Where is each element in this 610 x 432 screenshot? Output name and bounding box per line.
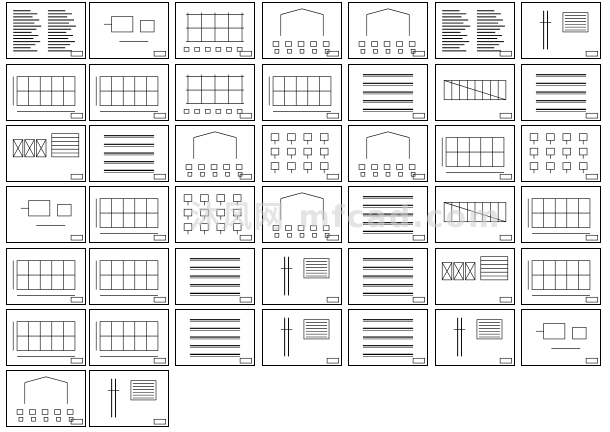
drawing-sheet-thumbnail [521,309,601,366]
sheet-linework [189,258,252,303]
drawing-sheet-thumbnail [435,186,515,243]
drawing-sheet-thumbnail [175,64,255,121]
sheet-linework [527,260,598,303]
drawing-sheet-thumbnail [435,248,515,305]
drawing-sheet-thumbnail [262,125,342,182]
sheet-linework [268,76,339,119]
drawing-sheet-thumbnail [521,186,601,243]
drawing-sheet-thumbnail [89,370,169,427]
sheet-linework [12,260,83,303]
drawing-sheet-thumbnail [6,370,86,427]
drawing-sheet-thumbnail [6,2,86,59]
drawing-sheet-thumbnail [175,2,255,59]
sheet-linework [16,376,83,425]
drawing-sheet-thumbnail [435,64,515,121]
sheet-linework [443,80,512,119]
sheet-linework [535,74,598,119]
sheet-linework [362,319,425,364]
drawing-sheet-thumbnail [348,248,428,305]
drawing-sheet-thumbnail [262,2,342,59]
drawing-sheet-thumbnail [6,309,86,366]
sheet-linework [107,378,166,425]
drawing-sheet-thumbnail [89,2,169,59]
sheet-linework [95,321,166,364]
drawing-sheet-thumbnail [175,248,255,305]
sheet-linework [103,16,166,57]
sheet-linework [183,194,252,241]
drawing-sheet-thumbnail [6,248,86,305]
sheet-linework [527,198,598,241]
sheet-linework [103,135,166,180]
sheet-linework [441,256,512,303]
sheet-linework [443,202,512,241]
drawing-sheet-thumbnail [89,248,169,305]
sheet-linework [270,133,339,180]
drawing-sheet-thumbnail [175,309,255,366]
drawing-sheet-thumbnail [521,64,601,121]
sheet-linework [358,8,425,57]
sheet-linework [272,8,339,57]
sheet-linework [183,12,252,57]
sheet-linework [539,10,598,57]
drawing-sheet-thumbnail [89,64,169,121]
sheet-linework [362,196,425,241]
drawing-sheet-thumbnail [348,125,428,182]
sheet-linework [95,260,166,303]
sheet-linework [12,76,83,119]
sheet-linework [362,258,425,303]
drawing-sheet-thumbnail [175,125,255,182]
drawing-sheet-thumbnail [521,125,601,182]
sheet-linework [13,10,83,57]
drawing-sheet-thumbnail [262,248,342,305]
sheet-linework [95,198,166,241]
sheet-linework [535,323,598,364]
drawing-sheet-thumbnail [348,186,428,243]
drawing-sheet-thumbnail [6,64,86,121]
drawing-sheet-thumbnail [262,64,342,121]
drawing-sheet-thumbnail [175,186,255,243]
sheet-linework [12,133,83,180]
drawing-sheet-thumbnail [435,309,515,366]
drawing-sheet-thumbnail [6,186,86,243]
sheet-linework [280,256,339,303]
drawing-sheet-thumbnail [521,248,601,305]
sheet-linework [529,133,598,180]
drawing-sheet-thumbnail [89,186,169,243]
drawing-sheet-thumbnail [262,186,342,243]
sheet-linework [189,319,252,364]
sheet-linework [95,76,166,119]
sheet-linework [358,131,425,180]
drawing-sheet-thumbnail [435,125,515,182]
drawing-sheet-thumbnail [89,125,169,182]
watermark-text: 沐风网 mfcad.com [190,200,502,235]
drawing-sheet-thumbnail [348,309,428,366]
sheet-linework [442,10,512,57]
drawing-sheet-thumbnail [262,309,342,366]
sheet-linework [272,192,339,241]
sheet-linework [185,131,252,180]
drawing-sheet-thumbnail [521,2,601,59]
sheet-linework [12,321,83,364]
sheet-linework [183,74,252,119]
sheet-linework [362,74,425,119]
drawing-sheet-thumbnail [348,64,428,121]
drawing-sheet-thumbnail [348,2,428,59]
drawing-sheet-thumbnail [435,2,515,59]
drawing-sheet-thumbnail [89,309,169,366]
sheet-linework [280,317,339,364]
drawing-sheet-thumbnail [6,125,86,182]
sheet-linework [453,317,512,364]
sheet-linework [441,137,512,180]
sheet-linework [20,200,83,241]
